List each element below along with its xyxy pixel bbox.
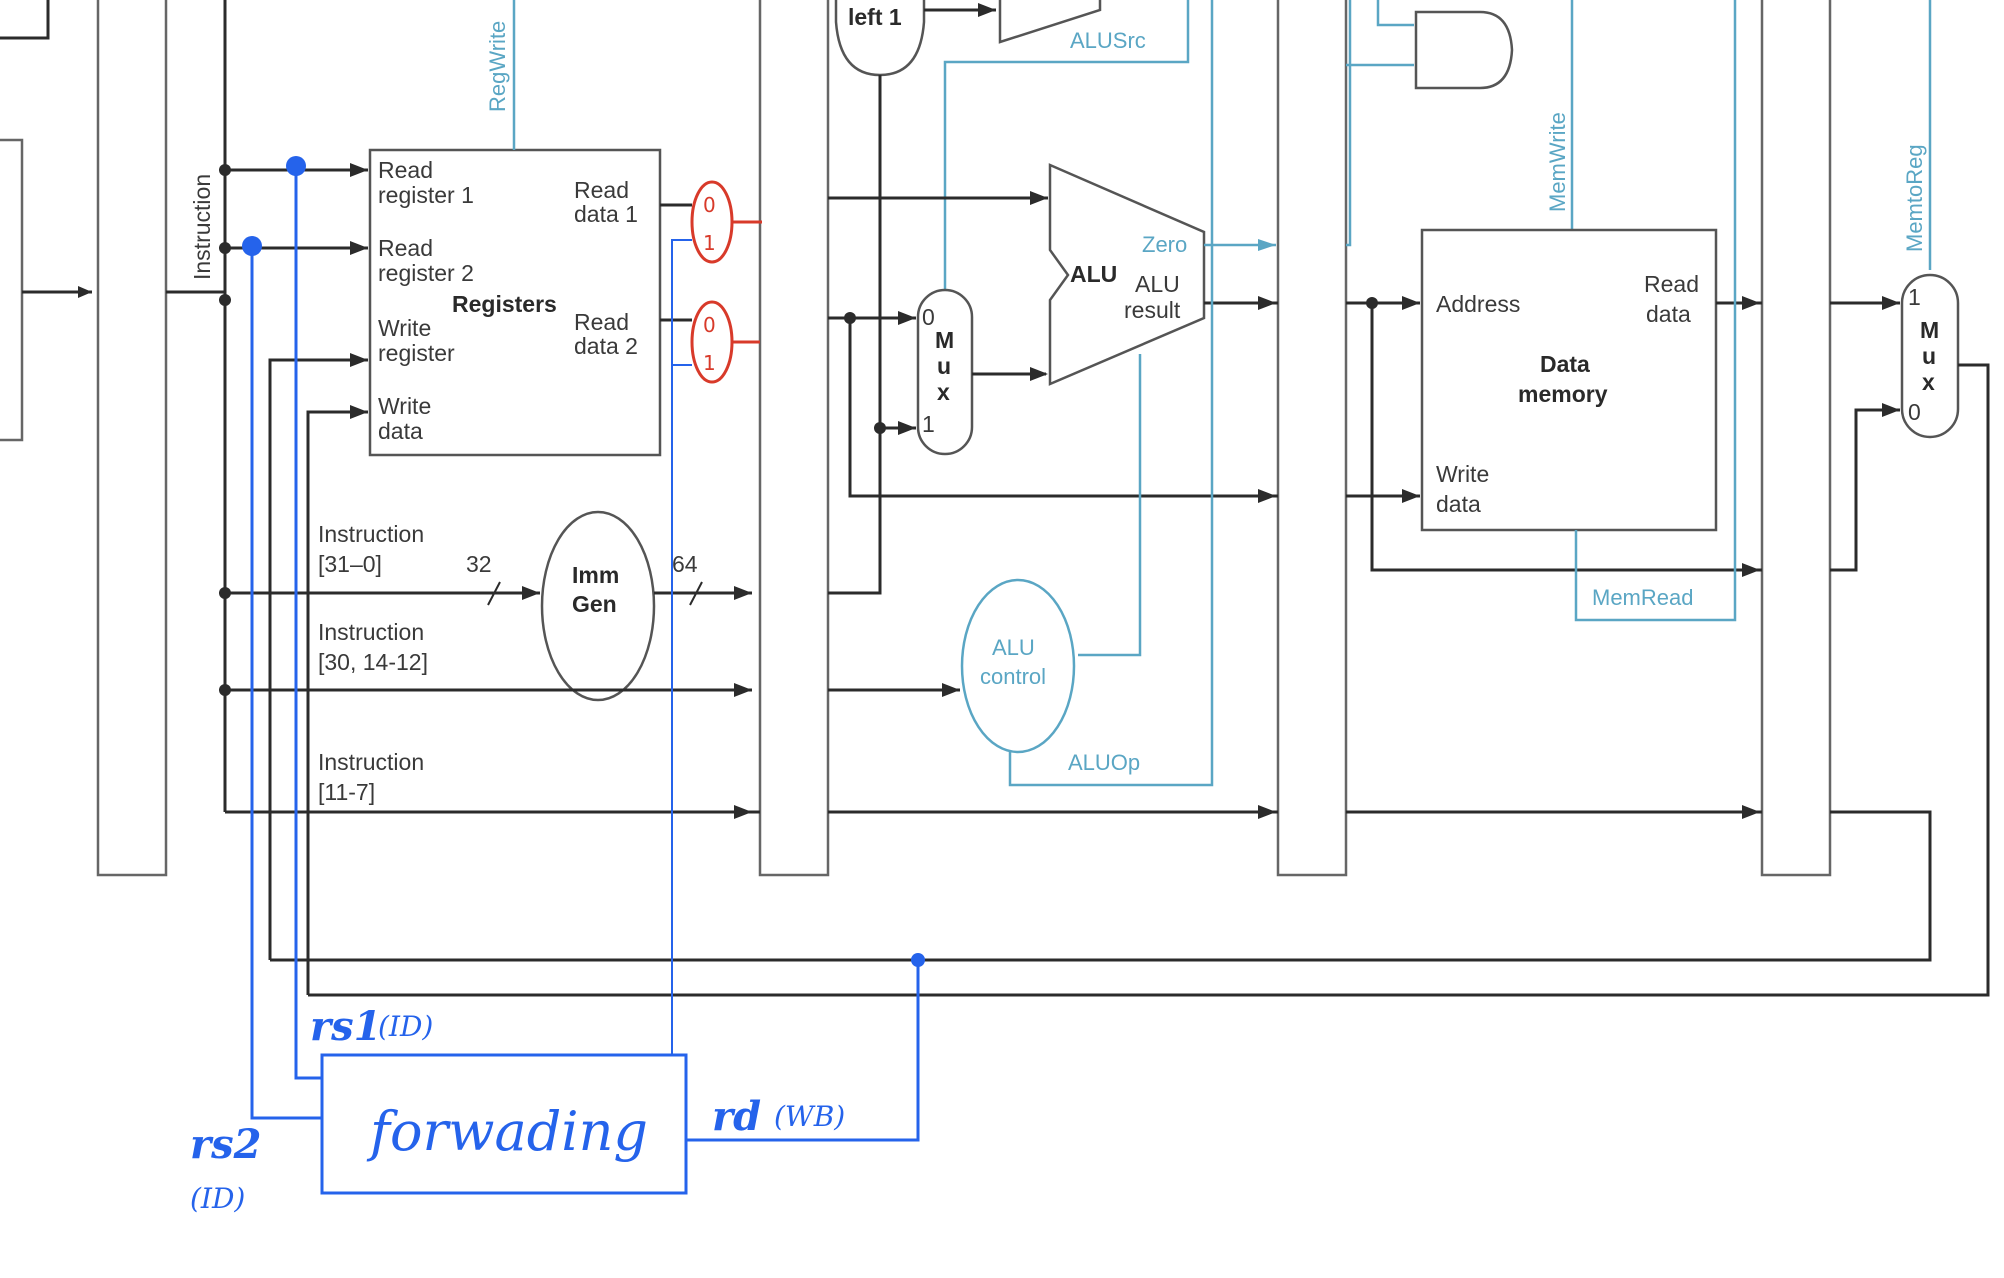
alu-mux-in0: 0 [922, 304, 935, 330]
memtoreg-control: MemtoReg [1902, 0, 1930, 270]
wb-mux-letter-u: u [1922, 343, 1936, 369]
imm-gen-out-width: 64 [672, 551, 698, 577]
forwarding-mux-b-bottom: 1 [703, 351, 716, 375]
dm-title-line2: memory [1518, 381, 1608, 407]
instruction-30-14-12-line2: [30, 14-12] [318, 649, 428, 675]
dm-address-label: Address [1436, 291, 1520, 317]
rd-stage-label: (WB) [774, 1100, 845, 1133]
instruction-11-7-line2: [11-7] [318, 779, 375, 805]
forwarding-muxes-annotation: 0 1 0 1 [692, 182, 762, 382]
rs2-stage-label: (ID) [190, 1182, 245, 1215]
branch-and-gate [1346, 0, 1512, 245]
regwrite-control: RegWrite [485, 0, 514, 150]
read-data-2-line2: data 2 [574, 333, 638, 359]
mem-wb-pipeline-register [1762, 0, 1830, 875]
imm-gen-label-line1: Imm [572, 562, 619, 588]
shift-left-label: left 1 [848, 4, 902, 30]
write-data-line1: Write [378, 393, 431, 419]
imm-gen-label-line2: Gen [572, 591, 617, 617]
alu-control-line1: ALU [992, 635, 1035, 660]
id-ex-pipeline-register [760, 0, 828, 875]
write-register-line2: register [378, 340, 455, 366]
rs1-stage-label: (ID) [378, 1010, 433, 1043]
alusrc-label: ALUSrc [1070, 28, 1146, 53]
rs1-label: rs1 [310, 1003, 381, 1050]
alu-mux-in1: 1 [922, 411, 935, 437]
if-id-pipeline-register [98, 0, 166, 875]
forwarding-mux-b-top: 0 [703, 313, 716, 337]
alu-label: ALU [1070, 261, 1117, 287]
memwrite-label: MemWrite [1545, 112, 1570, 212]
instruction-31-0-line1: Instruction [318, 521, 424, 547]
left-edge-fragments [0, 0, 92, 440]
instruction-11-7-line1: Instruction [318, 749, 424, 775]
read-register-2-line2: register 2 [378, 260, 474, 286]
alu-result-line2: result [1124, 297, 1181, 323]
forwarding-mux-a-bottom: 1 [703, 231, 716, 255]
alu-mux-letter-u: u [937, 353, 951, 379]
alu-control-line2: control [980, 664, 1046, 689]
wb-mux-letter-m: M [1920, 317, 1939, 343]
imm-gen-in-width: 32 [466, 551, 492, 577]
memwrite-control: MemWrite [1545, 0, 1572, 230]
alu-result-line1: ALU [1135, 271, 1180, 297]
read-register-1-line2: register 1 [378, 182, 474, 208]
registers-title: Registers [452, 291, 557, 317]
rd-label: rd [712, 1093, 761, 1140]
dm-title-line1: Data [1540, 351, 1590, 377]
instruction-31-0-line2: [31–0] [318, 551, 382, 577]
read-register-2-line1: Read [378, 235, 433, 261]
alu-control: ALU control ALUOp [828, 0, 1212, 785]
read-register-1-line1: Read [378, 157, 433, 183]
regwrite-label: RegWrite [485, 21, 510, 112]
read-data-2-line1: Read [574, 309, 629, 335]
forwarding-unit-label: forwading [366, 1100, 648, 1163]
alu-zero-label: Zero [1142, 232, 1187, 257]
dm-read-data-line2: data [1646, 301, 1691, 327]
instruction-30-14-12-line1: Instruction [318, 619, 424, 645]
forwarding-mux-a-top: 0 [703, 193, 716, 217]
aluop-label: ALUOp [1068, 750, 1140, 775]
rs2-label: rs2 [190, 1121, 261, 1168]
instruction-bus-label: Instruction [189, 174, 215, 280]
dm-write-data-line1: Write [1436, 461, 1489, 487]
rd-writeback-wire [270, 812, 1930, 960]
memtoreg-label: MemtoReg [1902, 144, 1927, 252]
alu-mux-letter-m: M [935, 327, 954, 353]
read-data-1-line1: Read [574, 177, 629, 203]
alu-mux-letter-x: x [937, 379, 950, 405]
wb-mux-in0: 0 [1908, 399, 1921, 425]
write-data-line2: data [378, 418, 423, 444]
alu: ALU Zero ALU result [828, 165, 1278, 655]
dm-write-data-line2: data [1436, 491, 1481, 517]
wb-mux-in1: 1 [1908, 284, 1921, 310]
dm-read-data-line1: Read [1644, 271, 1699, 297]
memread-label: MemRead [1592, 585, 1693, 610]
wb-mux-letter-x: x [1922, 369, 1935, 395]
ex-mem-pipeline-register [1278, 0, 1346, 875]
write-register-line1: Write [378, 315, 431, 341]
read-data-1-line2: data 1 [574, 201, 638, 227]
data-memory: Address Data memory Write data Read data… [1346, 0, 1762, 620]
